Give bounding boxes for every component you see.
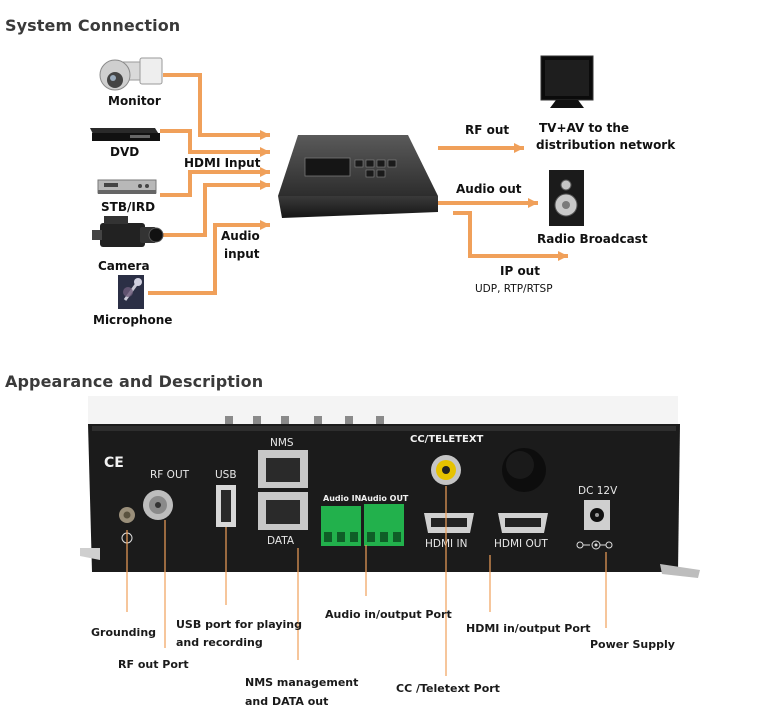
callout-lines — [126, 486, 607, 676]
callout-power-supply: Power Supply — [590, 638, 675, 651]
hdmi-out-panel-label: HDMI OUT — [494, 538, 548, 550]
source-label-camera: Camera — [98, 259, 150, 273]
appearance-description-title: Appearance and Description — [5, 372, 264, 391]
ce-mark: CE — [104, 455, 124, 471]
rf-destination-line2: distribution network — [536, 138, 676, 152]
camcorder-icon — [92, 216, 164, 247]
source-label-microphone: Microphone — [93, 313, 172, 327]
ip-protocols-label: UDP, RTP/RTSP — [475, 283, 553, 295]
usb-port — [216, 485, 236, 527]
dvd-player-icon — [90, 128, 160, 141]
callout-usb-line1: USB port for playing — [176, 618, 302, 631]
encoder-device — [278, 135, 438, 218]
rf-out-label: RF out — [465, 123, 509, 137]
dc-power-jack — [576, 500, 613, 550]
tv-icon — [540, 55, 594, 108]
arrow-stb — [160, 167, 270, 197]
audio-input-label-line2: input — [224, 247, 260, 261]
audio-terminal-blocks — [321, 504, 404, 546]
system-connection-title: System Connection — [5, 16, 181, 35]
callout-nms-line1: NMS management — [245, 676, 358, 689]
callout-usb-line2: and recording — [176, 636, 263, 649]
rf-out-panel-label: RF OUT — [150, 469, 190, 481]
ip-out-label: IP out — [500, 264, 540, 278]
microphone-icon — [118, 275, 144, 309]
audio-input-label-line1: Audio — [221, 229, 260, 243]
source-label-stb: STB/IRD — [101, 200, 155, 214]
nms-panel-label: NMS — [270, 437, 294, 449]
callout-nms-line2: and DATA out — [245, 695, 328, 708]
audio-out-label: Audio out — [456, 182, 522, 196]
audio-in-panel-label: Audio IN — [323, 494, 361, 503]
source-label-monitor: Monitor — [108, 94, 161, 108]
usb-panel-label: USB — [215, 469, 237, 481]
hdmi-in-port — [424, 513, 474, 533]
nms-ethernet-port — [258, 450, 308, 488]
callout-hdmi-port: HDMI in/output Port — [466, 622, 591, 635]
data-ethernet-port — [258, 492, 308, 530]
speaker-icon — [549, 170, 584, 226]
hdmi-input-label: HDMI Input — [184, 156, 261, 170]
arrow-ip-out — [453, 211, 568, 261]
arrow-monitor — [163, 73, 270, 140]
hdmi-out-port — [498, 513, 548, 533]
callout-grounding: Grounding — [91, 626, 156, 639]
arrow-microphone — [148, 220, 270, 295]
dc-12v-panel-label: DC 12V — [578, 485, 618, 497]
connection-arrows — [148, 73, 568, 295]
rf-out-connector — [143, 490, 173, 520]
cc-teletext-rca-jack — [431, 455, 461, 485]
callout-rf-out-port: RF out Port — [118, 658, 189, 671]
source-label-dvd: DVD — [110, 145, 139, 159]
cc-teletext-panel-label: CC/TELETEXT — [410, 434, 484, 445]
arrow-camera — [160, 180, 270, 237]
rf-destination-line1: TV+AV to the — [539, 121, 629, 135]
audio-out-panel-label: Audio OUT — [361, 494, 409, 503]
callout-cc-port: CC /Teletext Port — [396, 682, 500, 695]
callout-audio-port: Audio in/output Port — [325, 608, 452, 621]
round-button — [502, 448, 546, 492]
monitor-camera-icon — [99, 57, 163, 91]
stb-receiver-icon — [97, 179, 157, 194]
arrow-dvd — [160, 129, 270, 157]
data-panel-label: DATA — [267, 535, 295, 547]
radio-broadcast-label: Radio Broadcast — [537, 232, 648, 246]
